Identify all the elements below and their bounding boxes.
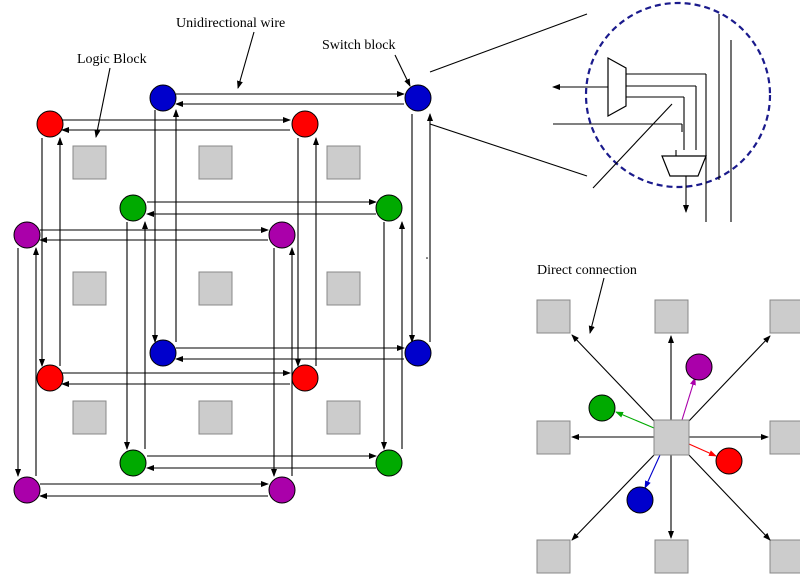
switch-block-green (375, 194, 403, 222)
switch-block-label: Switch block (322, 38, 396, 53)
switch-block-blue (404, 339, 432, 367)
multiplexer-icon (607, 56, 627, 118)
unidirectional-wire-label: Unidirectional wire (176, 16, 285, 31)
logic-block-grid (72, 145, 361, 435)
logic-block (654, 299, 689, 334)
logic-block (769, 539, 800, 574)
logic-block (326, 400, 361, 435)
switch-block-red (291, 364, 319, 392)
multiplexer-icon (661, 155, 707, 177)
switch-block-purple (13, 221, 41, 249)
logic-block (326, 271, 361, 306)
logic-block (198, 145, 233, 180)
switch-block-blue (149, 339, 177, 367)
stray-dot (426, 257, 428, 259)
zoom-circle (584, 1, 772, 189)
switch-block-red (36, 110, 64, 138)
logic-block (536, 539, 571, 574)
logic-block (198, 400, 233, 435)
logic-block (654, 539, 689, 574)
direct-connection-diagram (536, 299, 800, 574)
red-connection-arrow (688, 443, 717, 457)
logic-block (72, 145, 107, 180)
switch-block-detail (429, 1, 772, 222)
switch-block-red (291, 110, 319, 138)
switch-block-blue (626, 486, 654, 514)
logic-block (769, 420, 800, 455)
wire-grid (15, 91, 433, 499)
center-logic-block (653, 419, 690, 456)
logic-block-pointer (94, 67, 111, 138)
switch-block-green (119, 449, 147, 477)
switch-block-pointer (394, 54, 411, 87)
purple-connection-arrow (681, 377, 696, 421)
switch-block-green (119, 194, 147, 222)
zoom-line-top (429, 13, 588, 73)
switch-block-red (36, 364, 64, 392)
switch-block-blue (404, 84, 432, 112)
switch-block-blue (149, 84, 177, 112)
logic-block (536, 420, 571, 455)
switch-block-purple (685, 353, 713, 381)
zoom-line-bottom (429, 123, 588, 177)
switch-block-green (588, 394, 616, 422)
switch-block-grid (13, 84, 432, 504)
switch-block-purple (268, 476, 296, 504)
logic-block (536, 299, 571, 334)
logic-block (326, 145, 361, 180)
switch-block-purple (268, 221, 296, 249)
green-connection-arrow (615, 411, 655, 429)
switch-block-red (715, 447, 743, 475)
logic-block-label: Logic Block (77, 52, 147, 67)
direct-connection-label: Direct connection (537, 263, 637, 278)
unidirectional-wire-pointer (237, 31, 255, 89)
logic-block (72, 400, 107, 435)
switch-block-green (375, 449, 403, 477)
blue-connection-arrow (644, 454, 661, 489)
logic-block (72, 271, 107, 306)
logic-block (198, 271, 233, 306)
direct-connection-pointer (588, 277, 605, 334)
logic-block (769, 299, 800, 334)
switch-block-purple (13, 476, 41, 504)
